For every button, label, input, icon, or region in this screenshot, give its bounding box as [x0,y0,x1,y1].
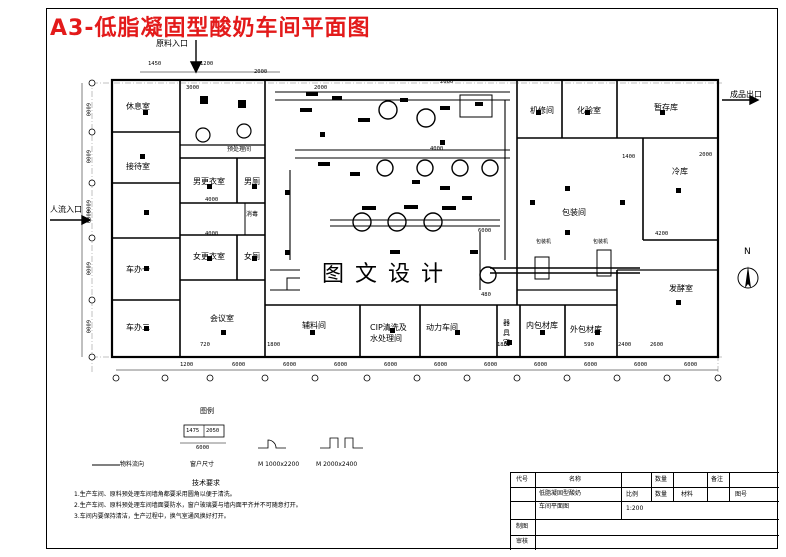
tb-material: 材料 [681,491,694,498]
dim-inner-9: 590 [584,342,594,348]
legend-title: 图例 [200,407,214,415]
room-outer-pack: 外包材库 [570,325,602,334]
room-inner-pack: 内包材库 [526,321,558,330]
tb-drawing-no: 图号 [735,491,748,498]
notes-title: 技术要求 [192,479,220,487]
dim-inner-3: 4000 [205,231,219,237]
legend-flow: 物料流向 [120,461,145,468]
room-lab: 化验室 [577,106,601,115]
dim-left-3: 6000 [84,200,91,214]
filler-label-2: 包装机 [593,239,609,245]
title-block: 代号 名称 数量 备注 低脂凝固型酸奶 车间平面图 比例 1:200 数量 材料… [510,472,779,550]
dim-inner-8: 720 [200,342,210,348]
dim-inner-15: 1800 [497,342,511,348]
dim-left-5: 6000 [84,262,91,276]
tb-remark: 备注 [711,476,724,483]
room-lab-storage: 器具室 [503,319,510,347]
product-exit-label: 成品出口 [730,90,762,99]
dim-bottom-9: 6000 [584,362,598,368]
dim-inner-13: 480 [481,292,491,298]
filler-label-1: 包装机 [536,239,552,245]
dim-inner-11: 2600 [650,342,664,348]
room-packing: 包装间 [562,208,586,217]
tb-name: 名称 [569,476,582,483]
legend-door-2: M 2000x2400 [316,461,358,468]
tb-code: 代号 [516,476,529,483]
dim-bottom-6: 6000 [434,362,448,368]
room-preprocess: 预处理间 [227,146,252,153]
dim-inner-7: 2000 [699,152,713,158]
dim-inner-4: 6000 [478,228,492,234]
room-office-2: 车办二 [126,323,150,332]
dim-top-3: 2000 [254,69,268,75]
room-womens-toilet: 女厕 [244,252,260,261]
room-cip-line1: CIP清洗及 [370,323,407,332]
dim-inner-14: 4000 [430,146,444,152]
legend-window: 窗户尺寸 [190,461,215,468]
room-temp-store: 暂存库 [654,103,678,112]
dim-bottom-7: 6000 [484,362,498,368]
tb-scale: 1:200 [626,505,644,512]
north-label: N [744,247,751,257]
note-2: 2.生产车间、原料预处理车间墙面要防水，窗户玻璃要与墙内面平齐并不可随意打开。 [74,502,302,509]
room-disinfect: 消毒 [246,211,259,218]
dim-top-1: 1450 [148,61,162,67]
drawing-frame [46,8,778,549]
dim-inner-6: 1400 [622,154,636,160]
room-womens-locker: 女更衣室 [193,252,225,261]
dim-bottom-1: 1200 [180,362,194,368]
dim-inner-10: 2400 [618,342,632,348]
sheet-title: A3-低脂凝固型酸奶车间平面图 [50,16,371,41]
room-cip-line2: 水处理间 [370,334,402,343]
room-meeting: 会议室 [210,314,234,323]
dim-bottom-10: 6000 [634,362,648,368]
legend-door-1: M 1000x2200 [258,461,300,468]
room-ferment: 发酵室 [669,284,693,293]
tb-drawing-name-1: 低脂凝固型酸奶 [539,490,582,497]
legend-part-2: 2050 [206,428,220,434]
dim-bottom-5: 6000 [384,362,398,368]
dim-inner-1: 2000 [314,85,328,91]
dim-bottom-11: 6000 [684,362,698,368]
dim-left-6: 6000 [84,320,91,334]
room-mens-toilet: 男厕 [244,177,260,186]
raw-material-entrance-label: 原料入口 [156,39,188,48]
dim-inner-12: 1800 [267,342,281,348]
note-1: 1.生产车间、原料预处理车间墙角都要采用圆角以便于清洗。 [74,491,236,498]
tb-drawn: 制图 [516,523,529,530]
tb-qty-2: 数量 [655,491,668,498]
dim-bottom-4: 6000 [334,362,348,368]
room-rest: 休息室 [126,102,150,111]
room-mens-locker: 男更衣室 [193,177,225,186]
dim-bottom-8: 6000 [534,362,548,368]
dim-inner-2: 4000 [205,197,219,203]
personnel-entrance-label: 人流入口 [50,205,82,214]
dim-left-4: 6000 [84,210,91,224]
room-aux-material: 辅料间 [302,321,326,330]
dim-inner-5: 4200 [655,231,669,237]
dim-bottom-2: 6000 [232,362,246,368]
tb-qty: 数量 [655,476,668,483]
legend-width: 6000 [196,445,210,451]
room-office-1: 车办一 [126,265,150,274]
dim-inner-16: 2000 [440,79,454,85]
note-3: 3.车间内要保持清洁，生产过程中，换气室通风换好打开。 [74,513,230,520]
dim-top-2: 1200 [200,61,214,67]
legend-part-1: 1475 [186,428,200,434]
dim-left-2: 6000 [84,150,91,164]
technical-notes: 技术要求 1.生产车间、原料预处理车间墙角都要采用圆角以便于清洗。 2.生产车间… [74,479,302,522]
room-power: 动力车间 [426,323,458,332]
tb-checked: 审核 [516,538,529,545]
room-reception: 接待室 [126,162,150,171]
tb-scale-label: 比例 [626,491,639,498]
compass-icon [737,266,759,289]
tb-drawing-name-2: 车间平面图 [539,503,570,510]
dim-inner-17: 3000 [186,85,200,91]
room-cold-store: 冷库 [672,167,688,176]
dim-left-1: 6000 [84,103,91,117]
room-machine-repair: 机修间 [530,106,554,115]
dim-bottom-3: 6000 [283,362,297,368]
watermark: 图文设计 [300,256,476,294]
